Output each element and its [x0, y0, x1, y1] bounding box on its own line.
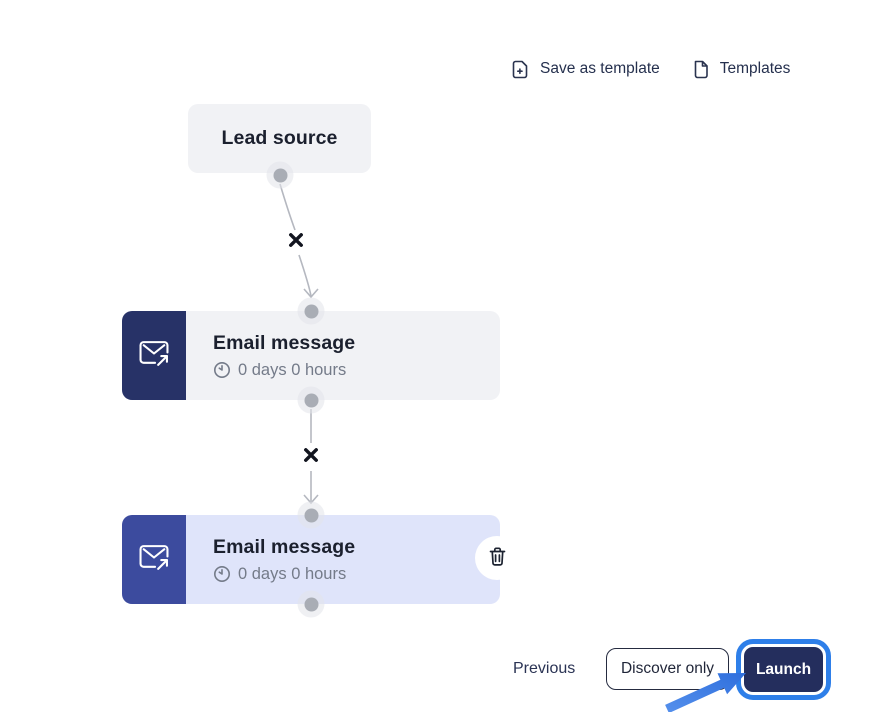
templates-label: Templates	[719, 60, 791, 77]
previous-button[interactable]: Previous	[513, 648, 575, 690]
email-message-node-2[interactable]: Email message 0 days 0 hours	[122, 515, 500, 604]
discover-only-button[interactable]: Discover only	[606, 648, 729, 690]
launch-button[interactable]: Launch	[744, 647, 823, 692]
cross-icon	[303, 447, 319, 468]
file-icon	[693, 60, 709, 79]
connector-handle[interactable]	[297, 590, 325, 618]
file-plus-icon	[512, 60, 529, 79]
connector-handle[interactable]	[297, 386, 325, 414]
email-node-2-title: Email message	[213, 535, 356, 558]
remove-connection-2-button[interactable]	[302, 447, 320, 468]
email-node-1-delay-text: 0 days 0 hours	[238, 360, 347, 379]
save-as-template-button[interactable]: Save as template	[512, 60, 660, 79]
delete-node-button[interactable]	[475, 536, 519, 580]
save-as-template-label: Save as template	[540, 60, 660, 77]
connector-handle[interactable]	[297, 501, 325, 529]
clock-icon	[213, 361, 231, 379]
email-node-2-delay-text: 0 days 0 hours	[238, 564, 347, 583]
email-send-icon	[138, 543, 170, 577]
email-node-1-title: Email message	[213, 331, 356, 354]
connector-1-lower	[298, 254, 312, 297]
email-node-2-body: Email message 0 days 0 hours	[186, 515, 355, 604]
highlight-ring: Launch	[736, 639, 831, 700]
connector-handle[interactable]	[266, 161, 294, 189]
connector-1-upper	[279, 183, 296, 231]
email-node-1-delay: 0 days 0 hours	[213, 361, 355, 380]
cross-icon	[288, 232, 304, 253]
remove-connection-1-button[interactable]	[287, 232, 305, 253]
email-message-node-1[interactable]: Email message 0 days 0 hours	[122, 311, 500, 400]
toolbar: Save as template Templates	[512, 54, 790, 84]
templates-button[interactable]: Templates	[693, 60, 791, 79]
email-node-1-icon-block	[122, 311, 186, 400]
connector-handle[interactable]	[297, 297, 325, 325]
clock-icon	[213, 565, 231, 583]
lead-source-title: Lead source	[221, 127, 338, 149]
email-node-2-delay: 0 days 0 hours	[213, 565, 355, 584]
email-node-1-body: Email message 0 days 0 hours	[186, 311, 355, 400]
email-send-icon	[138, 339, 170, 373]
email-node-2-icon-block	[122, 515, 186, 604]
connector-1-arrowhead	[303, 288, 319, 299]
trash-icon	[488, 546, 507, 570]
